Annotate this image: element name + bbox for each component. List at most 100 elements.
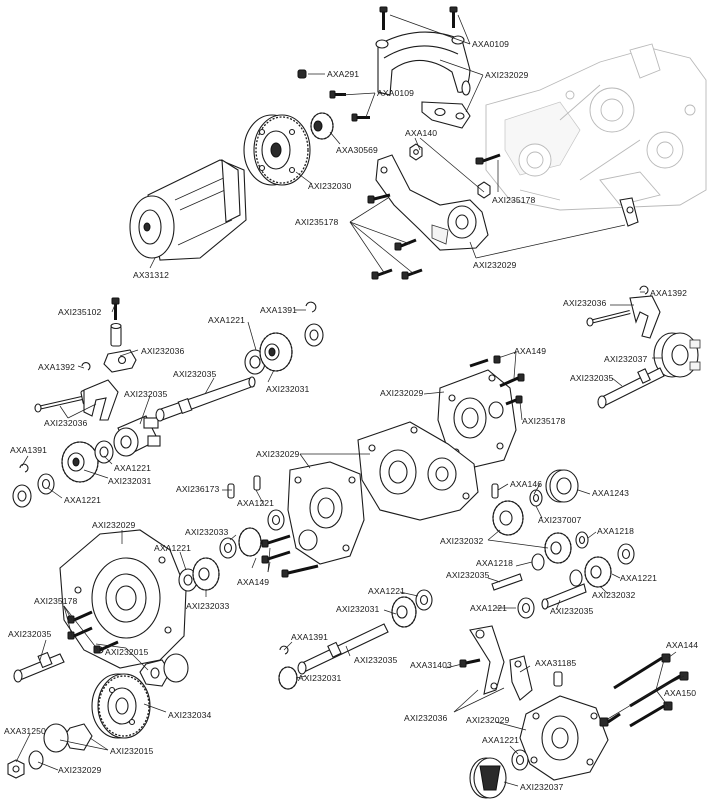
e-clip-upper xyxy=(305,301,317,313)
screw-case-3 xyxy=(505,395,523,406)
label-axi236173: AXI236173 xyxy=(176,484,220,494)
label-axi232029-lower: AXI232029 xyxy=(92,520,136,530)
label-axi232029-top: AXI232029 xyxy=(485,70,529,80)
label-axi232015-b: AXI232015 xyxy=(110,746,154,756)
label-axi232031-bottom: AXI232031 xyxy=(336,604,380,614)
gear-upper xyxy=(259,332,293,372)
label-axi232033-b: AXI232033 xyxy=(186,601,230,611)
screw-case-4 xyxy=(261,534,291,548)
label-ax31312: AX31312 xyxy=(133,270,169,280)
hex-nut-top xyxy=(409,143,423,161)
vertical-screw xyxy=(111,297,120,320)
bearing-br xyxy=(511,749,529,771)
bearing-bc-1 xyxy=(415,589,433,611)
label-axi232036-left: AXI232036 xyxy=(141,346,185,356)
label-axi232035-bottom: AXI232035 xyxy=(354,655,398,665)
shaft-right xyxy=(597,367,665,409)
label-axi232029-bottom: AXI232029 xyxy=(466,715,510,725)
label-axa144: AXA144 xyxy=(666,640,698,650)
shift-lever-2 xyxy=(509,655,533,701)
label-axi232029-bottom2: AXI232029 xyxy=(58,765,102,775)
ghost-right-post xyxy=(619,197,639,227)
bearing-left-mid xyxy=(94,440,114,464)
top-cover-arc xyxy=(375,31,471,96)
label-axa1392-left: AXA1392 xyxy=(38,362,75,372)
seal-large xyxy=(545,469,579,503)
center-leaders xyxy=(222,351,523,573)
gear-bc-small xyxy=(278,666,298,690)
label-axi232015-a: AXI232015 xyxy=(105,647,149,657)
upper-right-leaders xyxy=(610,291,662,387)
bearing-right xyxy=(304,323,324,347)
upper-shaft xyxy=(155,376,256,422)
label-axi232034: AXI232034 xyxy=(168,710,212,720)
label-axa150: AXA150 xyxy=(664,688,696,698)
label-axi235102: AXI235102 xyxy=(58,307,102,317)
top-transmission-assembly xyxy=(129,6,707,280)
label-axa1391-upper: AXA1391 xyxy=(260,305,297,315)
label-axi232035-right: AXI232035 xyxy=(570,373,614,383)
label-axi235178-right: AXI235178 xyxy=(522,416,566,426)
bearing-right-2 xyxy=(575,531,589,549)
shaft-bc xyxy=(297,623,389,675)
screw-top-2 xyxy=(449,6,458,28)
label-axi232032-b: AXI232032 xyxy=(592,590,636,600)
part-labels: AXA0109 AXA291 AXI232029 AXA0109 AXA140 … xyxy=(4,39,698,792)
small-screw-br xyxy=(459,658,481,668)
bearing-center xyxy=(267,509,285,531)
bearing-right-small xyxy=(529,489,543,507)
dog-clutch xyxy=(113,415,161,457)
top-leader-lines xyxy=(149,14,626,275)
pivot-stud xyxy=(553,671,563,687)
screw-top-1 xyxy=(379,6,388,30)
upper-left-shaft-assembly xyxy=(12,297,324,508)
label-axi235178-lower: AXI235178 xyxy=(34,596,78,606)
bearing-right-4 xyxy=(617,543,635,565)
pin-right xyxy=(586,310,631,327)
label-axa146: AXA146 xyxy=(510,479,542,489)
case-half-right xyxy=(437,369,517,469)
screw-case-2 xyxy=(499,373,525,388)
right-cluster-leaders xyxy=(487,483,621,611)
label-axa1221-bottom: AXA1221 xyxy=(368,586,405,596)
dowel-pin-center xyxy=(253,475,261,491)
gear-right-mid xyxy=(492,500,524,536)
screw-bracket-4 xyxy=(401,268,423,280)
slipper-plate-2 xyxy=(43,723,69,753)
pin-rod-right xyxy=(491,573,523,591)
shift-lever xyxy=(469,625,505,695)
label-axa1392-right: AXA1392 xyxy=(650,288,687,298)
motor-can xyxy=(129,158,247,261)
gear-housing-2 xyxy=(238,527,262,557)
bearing-right-5 xyxy=(569,569,583,587)
label-axa1218-b: AXA1218 xyxy=(476,558,513,568)
screw-bracket-1 xyxy=(367,193,391,204)
label-axi232036-right: AXI232036 xyxy=(563,298,607,308)
bell-housing xyxy=(59,529,187,669)
shift-fork-small xyxy=(103,349,137,373)
bearing-right-6 xyxy=(517,597,535,619)
bottom-center-leaders xyxy=(283,591,419,679)
bottom-center-shaft xyxy=(278,589,433,690)
label-axa1391-left: AXA1391 xyxy=(10,445,47,455)
small-pin-right xyxy=(491,483,499,499)
label-axi232029-right: AXI232029 xyxy=(380,388,424,398)
e-clip-left-top xyxy=(81,362,91,371)
label-axa1221-bottom2: AXA1221 xyxy=(482,735,519,745)
label-axa149-right: AXA149 xyxy=(514,346,546,356)
spur-gear-plate xyxy=(243,114,311,186)
dog-clutch-right xyxy=(653,332,701,378)
screw-mid-2 xyxy=(351,113,370,122)
screw-right-top xyxy=(475,153,501,165)
label-axa140: AXA140 xyxy=(405,128,437,138)
label-axi232036-left2: AXI232036 xyxy=(44,418,88,428)
label-axa291: AXA291 xyxy=(327,69,359,79)
case-center-main xyxy=(357,421,479,521)
long-screw-1 xyxy=(613,653,671,690)
upper-left-leaders xyxy=(21,301,306,499)
label-axi232029-center: AXI232029 xyxy=(256,449,300,459)
input-shaft xyxy=(13,651,65,683)
label-axa1391-bottom: AXA1391 xyxy=(291,632,328,642)
hex-nut-small xyxy=(477,181,491,199)
